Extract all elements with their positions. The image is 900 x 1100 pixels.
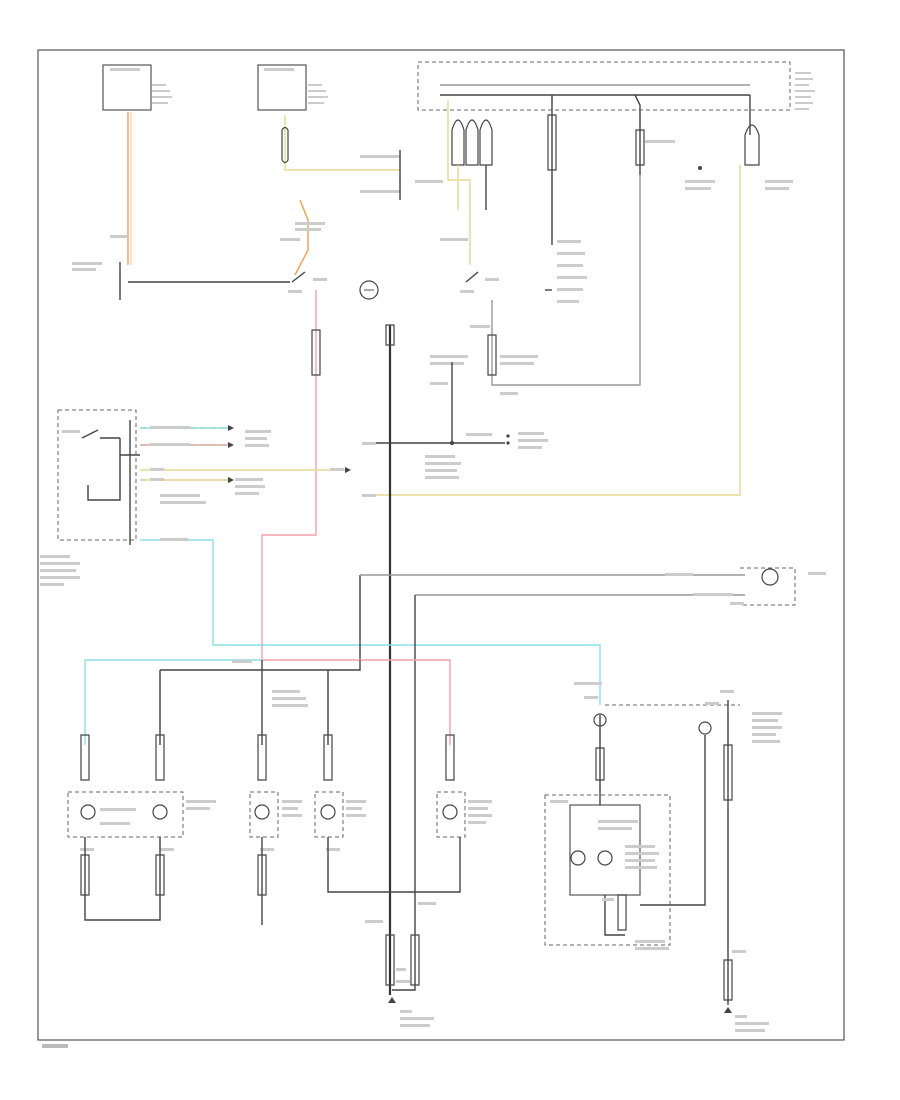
fuse-box-left	[102, 64, 152, 111]
connector-752	[744, 124, 760, 166]
diagram-frame	[37, 49, 845, 1041]
wire-pink-bottom-bus	[262, 659, 451, 745]
switch-right	[460, 271, 499, 293]
speedo-lamp-2-icon	[597, 850, 613, 866]
footer-code	[42, 1044, 68, 1048]
wire-cyan-main	[140, 539, 601, 705]
module-switch	[81, 429, 120, 439]
speedo-ground-icon	[593, 713, 607, 727]
connectors-lower	[80, 854, 267, 896]
center-mark	[359, 280, 379, 300]
lamp-1-icon	[80, 804, 96, 820]
speedometer-module	[544, 794, 671, 946]
speedo-lamp-1-icon	[570, 850, 586, 866]
power-module-text	[795, 72, 815, 110]
fuse-box-middle	[257, 64, 307, 111]
fuse-box-left-text	[110, 68, 172, 104]
ground-connector-bottom	[385, 934, 420, 986]
connector-640	[635, 129, 645, 166]
wire-pink-main	[261, 290, 317, 660]
fuse-box-middle-text	[264, 68, 328, 104]
connector-492	[487, 334, 497, 376]
ground-symbol-right	[724, 1007, 732, 1013]
power-module-outline	[417, 61, 791, 111]
instrument-cluster-box	[67, 791, 184, 838]
instrument-control-module	[57, 409, 137, 541]
ground-symbol-505	[506, 434, 510, 445]
ground-point-640	[698, 166, 702, 170]
connector-622	[617, 894, 627, 931]
wire-middle-feed	[284, 115, 401, 171]
connector-552	[547, 114, 557, 171]
switch-left	[288, 271, 327, 293]
connector-728	[723, 744, 733, 1001]
lamp-3-box	[249, 791, 279, 838]
lamp-5-icon	[442, 804, 458, 820]
lamp-5-box	[436, 791, 466, 838]
speedometer-inner	[569, 804, 641, 896]
right-lamp-module	[740, 567, 796, 606]
splice-443	[450, 441, 454, 445]
connector-middle	[281, 126, 289, 164]
wire-yellow-right	[375, 165, 741, 496]
connector-pink	[311, 329, 321, 376]
lamp-3-icon	[254, 804, 270, 820]
lamp-4-box	[314, 791, 344, 838]
connectors-row	[80, 734, 455, 781]
connector-600	[595, 747, 605, 781]
connector-bundle-top	[451, 119, 493, 166]
ground-symbol-bottom	[388, 997, 396, 1003]
speedo-signal-icon	[698, 721, 712, 735]
lamp-2-icon	[152, 804, 168, 820]
lamp-4-icon	[320, 804, 336, 820]
ground-connector-top	[385, 324, 395, 346]
arrow-heads	[228, 425, 351, 483]
